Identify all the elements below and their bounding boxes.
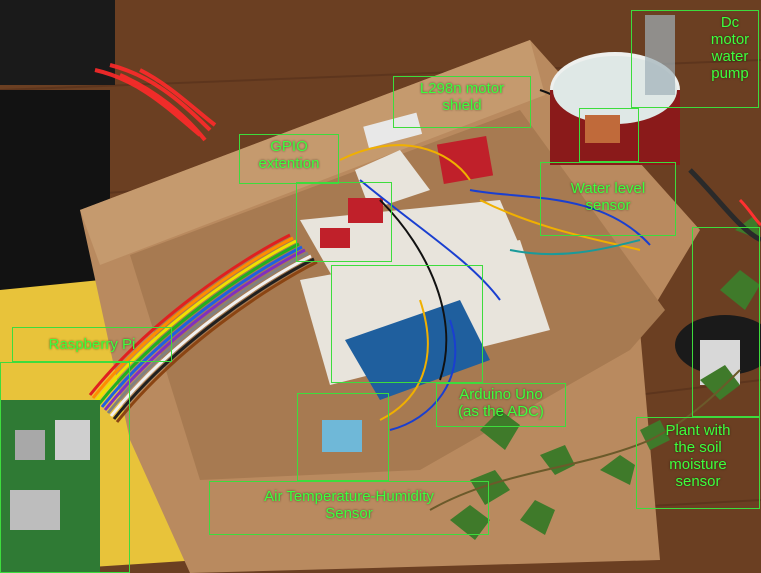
plant-label: Plant with the soil moisture sensor (665, 422, 731, 490)
dht-box (209, 481, 489, 535)
plant-box (636, 417, 760, 509)
dht-target-box (297, 393, 389, 481)
gpio-target-box (296, 182, 392, 262)
water-level-target-box (579, 108, 639, 162)
arduino-label: Arduino Uno (as the ADC) (458, 386, 544, 420)
arduino-box (436, 383, 566, 427)
arduino-target-box (331, 265, 483, 383)
raspberry-pi-label: Raspberry Pi (48, 336, 136, 353)
l298n-label: L298n motor shield (419, 80, 505, 114)
dc-pump-label: Dc motor water pump (710, 14, 750, 82)
gpio-label: GPIO extention (258, 138, 320, 172)
l298n-box (393, 76, 531, 128)
gpio-box (239, 134, 339, 184)
water-level-box (540, 162, 676, 236)
dc-pump-box (631, 10, 759, 108)
plant-target-box (692, 227, 760, 417)
water-level-label: Water level sensor (570, 180, 646, 214)
raspberry-pi-box (12, 327, 172, 362)
dht-label: Air Temperature-Humidity Sensor (264, 488, 434, 522)
arduino-board (345, 300, 490, 400)
l298n-board (436, 135, 494, 185)
raspberry-pi-target-box (0, 362, 130, 573)
dht-sensor (322, 420, 362, 452)
